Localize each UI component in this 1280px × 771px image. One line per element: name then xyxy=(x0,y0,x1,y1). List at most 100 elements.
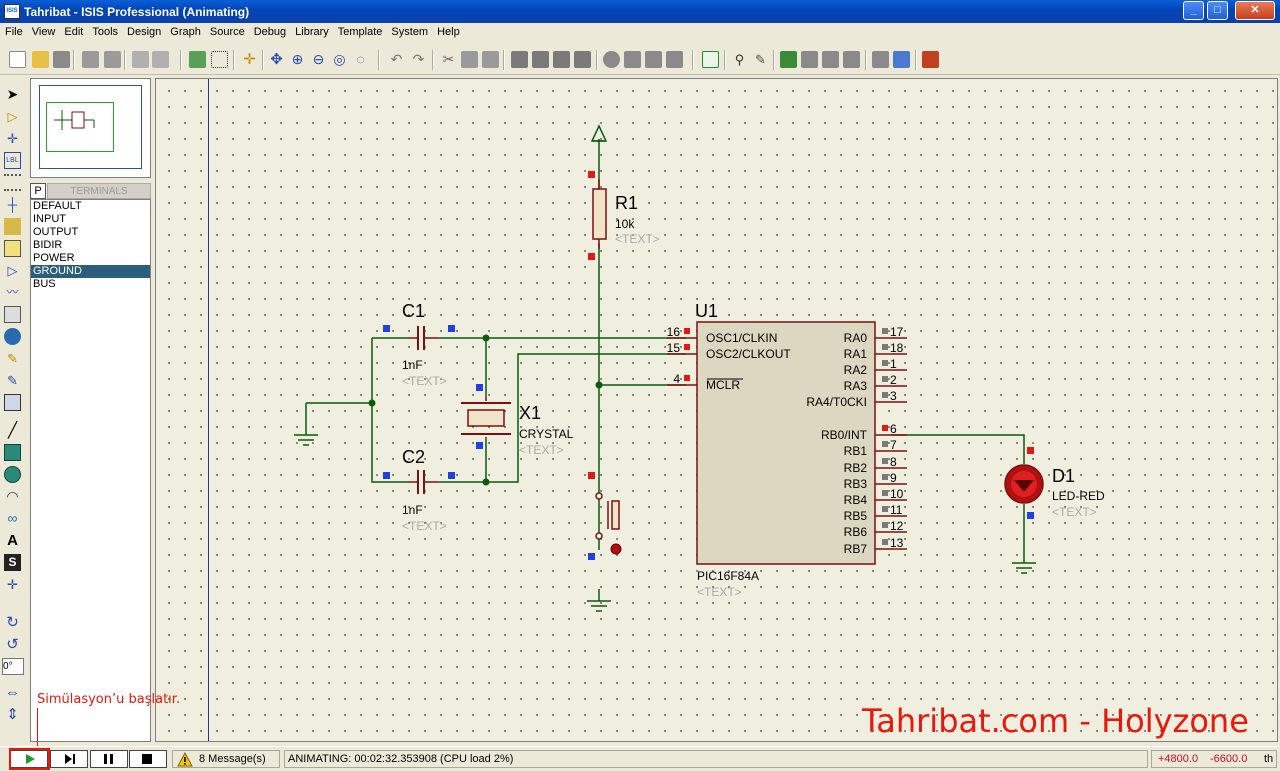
resistor-r1[interactable]: R1 10k <TEXT> xyxy=(588,171,660,260)
close-button[interactable]: ✕ xyxy=(1235,1,1275,20)
print-icon[interactable] xyxy=(132,51,149,68)
rotate-anticlockwise-icon[interactable]: ↺ xyxy=(6,636,19,653)
menu-design[interactable]: Design xyxy=(127,26,162,38)
rotation-angle-field[interactable]: 0° xyxy=(2,658,24,675)
print-area-icon[interactable] xyxy=(152,51,169,68)
junction-dot-icon[interactable]: ✛ xyxy=(7,131,18,146)
redraw-icon[interactable] xyxy=(189,51,206,68)
pick-button[interactable]: P xyxy=(30,183,46,199)
menu-source[interactable]: Source xyxy=(209,26,245,38)
selection-mode-icon[interactable]: ➤ xyxy=(6,86,19,102)
zoom-in-icon[interactable]: ⊕ xyxy=(291,51,304,67)
stop-button[interactable] xyxy=(129,750,167,768)
origin-icon[interactable]: ✛ xyxy=(243,51,256,68)
messages-box[interactable]: 8 Message(s) xyxy=(172,750,280,768)
step-button[interactable] xyxy=(50,750,88,768)
menu-tools[interactable]: Tools xyxy=(92,26,119,38)
property-tool-icon[interactable]: ✎ xyxy=(755,52,766,67)
rotate-clockwise-icon[interactable]: ↻ xyxy=(6,614,19,631)
subcircuit-icon[interactable] xyxy=(4,218,21,235)
marker-tool-icon[interactable]: ✛ xyxy=(7,577,18,592)
menu-template[interactable]: Template xyxy=(337,26,383,38)
overview-window[interactable] xyxy=(30,78,151,178)
import-section-icon[interactable] xyxy=(82,51,99,68)
overview-viewport[interactable] xyxy=(46,102,114,152)
pick-device-icon[interactable] xyxy=(603,51,620,68)
menu-library[interactable]: Library xyxy=(295,26,329,38)
reset-pushbutton[interactable] xyxy=(588,472,622,560)
ares-icon[interactable] xyxy=(922,51,939,68)
package-tool-icon[interactable] xyxy=(645,51,662,68)
capacitor-c2[interactable]: C2 1nF <TEXT> xyxy=(383,447,455,533)
electrical-check-icon[interactable] xyxy=(893,51,910,68)
terminals-mode-icon[interactable] xyxy=(4,240,21,257)
open-folder-icon[interactable] xyxy=(32,51,49,68)
pause-button[interactable] xyxy=(90,750,128,768)
ground-terminal[interactable] xyxy=(587,589,611,612)
crystal-x1[interactable]: X1 CRYSTAL <TEXT> xyxy=(461,384,574,457)
menu-system[interactable]: System xyxy=(391,26,429,38)
menu-view[interactable]: View xyxy=(31,26,56,38)
undo-icon[interactable]: ↶ xyxy=(390,51,403,67)
text-script-icon[interactable] xyxy=(4,174,21,191)
menu-file[interactable]: File xyxy=(5,26,23,38)
redo-icon[interactable]: ↷ xyxy=(412,51,425,67)
flip-horizontal-icon[interactable]: ⇔ xyxy=(5,684,20,701)
terminal-item-input[interactable]: INPUT xyxy=(33,213,66,225)
device-pins-icon[interactable]: ▷ xyxy=(7,263,18,278)
tape-recorder-icon[interactable] xyxy=(4,306,21,323)
remove-sheet-icon[interactable] xyxy=(801,51,818,68)
exit-to-parent-icon[interactable] xyxy=(822,51,839,68)
led-d1[interactable]: D1 LED-RED <TEXT> xyxy=(1004,447,1105,519)
copy-icon[interactable] xyxy=(461,51,478,68)
paste-icon[interactable] xyxy=(482,51,499,68)
grid-icon[interactable] xyxy=(211,51,228,68)
text-tool-icon[interactable]: A xyxy=(7,532,18,549)
capacitor-c1[interactable]: C1 1nF <TEXT> xyxy=(383,301,455,388)
terminal-item-default[interactable]: DEFAULT xyxy=(33,200,82,212)
circle-tool-icon[interactable] xyxy=(4,466,21,483)
virtual-instruments-icon[interactable] xyxy=(4,394,21,411)
block-copy-icon[interactable] xyxy=(511,51,528,68)
ground-terminal[interactable] xyxy=(1012,562,1036,574)
current-probe-icon[interactable]: ✎ xyxy=(7,373,18,388)
path-tool-icon[interactable]: ∞ xyxy=(7,510,18,526)
block-rotate-icon[interactable] xyxy=(553,51,570,68)
make-device-icon[interactable] xyxy=(624,51,641,68)
play-button[interactable] xyxy=(10,750,48,768)
menu-edit[interactable]: Edit xyxy=(64,26,84,38)
decompose-icon[interactable] xyxy=(666,51,683,68)
graph-mode-icon[interactable]: 〰 xyxy=(6,285,19,299)
terminal-item-power[interactable]: POWER xyxy=(33,252,75,264)
maximize-button[interactable]: □ xyxy=(1207,1,1228,20)
block-move-icon[interactable] xyxy=(532,51,549,68)
new-file-icon[interactable] xyxy=(9,51,26,68)
menu-debug[interactable]: Debug xyxy=(253,26,287,38)
terminal-item-output[interactable]: OUTPUT xyxy=(33,226,79,238)
voltage-probe-icon[interactable]: ✎ xyxy=(7,351,18,366)
zoom-area-icon[interactable]: ◌ xyxy=(356,51,365,67)
netlist-icon[interactable] xyxy=(872,51,889,68)
menu-help[interactable]: Help xyxy=(437,26,460,38)
block-delete-icon[interactable] xyxy=(574,51,591,68)
cut-icon[interactable]: ✂ xyxy=(442,51,455,67)
zoom-out-icon[interactable]: ⊖ xyxy=(312,51,325,67)
export-section-icon[interactable] xyxy=(104,51,121,68)
menu-graph[interactable]: Graph xyxy=(170,26,201,38)
bill-of-materials-icon[interactable] xyxy=(843,51,860,68)
terminal-item-ground[interactable]: GROUND xyxy=(31,265,150,278)
terminal-item-bidir[interactable]: BIDIR xyxy=(33,239,63,251)
power-terminal[interactable] xyxy=(590,124,608,142)
schematic-canvas[interactable]: R1 10k <TEXT> C1 1nF <TEXT> C2 1nF < xyxy=(155,78,1278,742)
box-tool-icon[interactable] xyxy=(4,444,21,461)
wire-label-icon[interactable]: LBL xyxy=(4,152,21,169)
line-tool-icon[interactable]: ╱ xyxy=(7,422,18,439)
ground-terminal[interactable] xyxy=(294,434,318,446)
symbol-tool-icon[interactable]: S xyxy=(4,554,21,571)
generator-icon[interactable] xyxy=(4,328,21,345)
save-icon[interactable] xyxy=(53,51,70,68)
minimize-button[interactable]: _ xyxy=(1183,1,1204,20)
flip-vertical-icon[interactable]: ⇕ xyxy=(6,706,19,723)
terminal-item-bus[interactable]: BUS xyxy=(33,278,56,290)
